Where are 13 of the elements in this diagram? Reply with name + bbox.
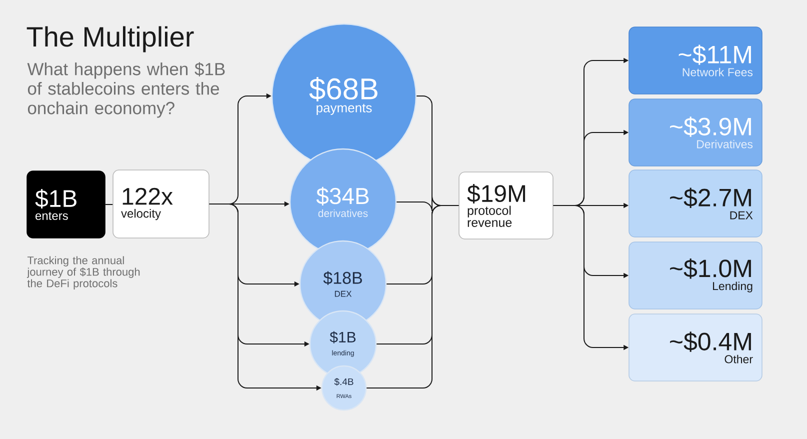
subtitle: What happens when $1B of stablecoins enters the onchain economy? [27,62,225,118]
fee-box: ~$11M Network Fees [628,26,762,94]
note-text: Tracking the annual journey of $1B through the DeFi protocols [26,256,140,290]
connector-line [366,205,460,388]
fee-box: ~$0.4M Other [628,314,762,382]
fee-box: ~$2.7M DEX [628,170,762,238]
entry-box: $1B enters [26,170,106,238]
title: The Multiplier [26,26,194,52]
revenue-box: $19M protocol revenue [458,172,554,240]
velocity-box: 122x velocity [112,170,210,238]
connector-line [104,204,114,205]
fee-box: ~$1.0M Lending [628,242,762,310]
fee-box: ~$3.9M Derivatives [628,98,762,166]
